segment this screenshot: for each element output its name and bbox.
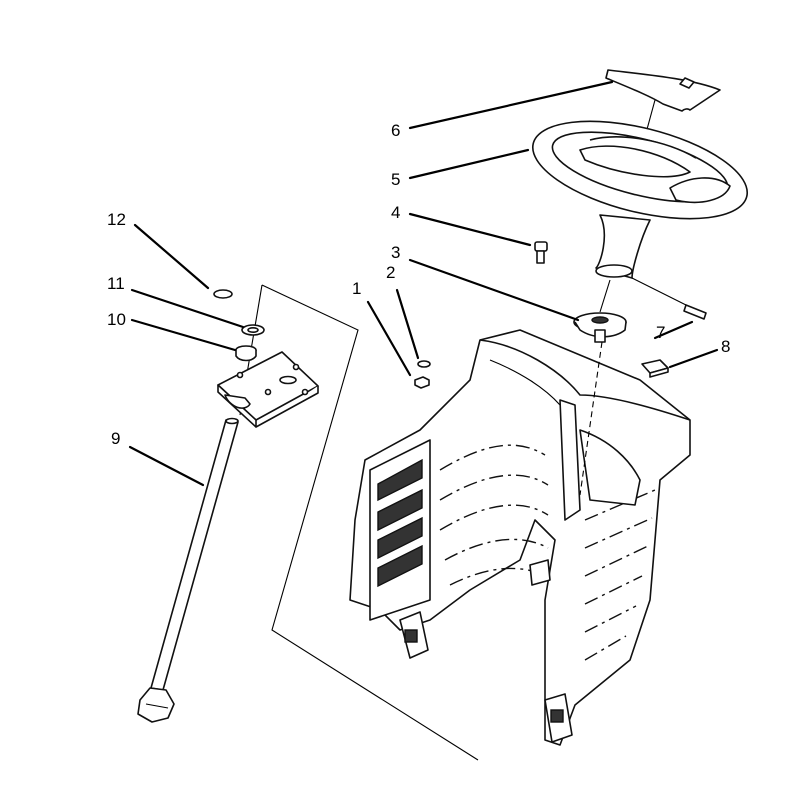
flat-washer <box>417 360 431 368</box>
screw <box>534 241 548 264</box>
console-housing <box>349 329 691 746</box>
leader-line-11 <box>130 288 245 329</box>
steering-shaft <box>137 417 239 723</box>
callout-4: 4 <box>391 203 400 222</box>
callout-11: 11 <box>107 274 125 293</box>
leader-line-1 <box>366 300 412 377</box>
bushing <box>235 345 257 362</box>
steering-adapter <box>573 279 627 343</box>
leader-line-4 <box>408 212 532 247</box>
leader-line-7 <box>653 320 694 340</box>
leader-line-9 <box>128 445 205 487</box>
leader-line-10 <box>130 318 237 352</box>
steering-wheel-cap <box>605 69 721 156</box>
key-block <box>641 359 669 378</box>
leader-line-6 <box>408 80 614 130</box>
leader-line-2 <box>395 288 420 360</box>
callout-2: 2 <box>386 263 395 282</box>
leader-line-8 <box>668 348 719 369</box>
roll-pin <box>631 277 707 320</box>
retaining-ring <box>213 289 233 299</box>
callout-10: 10 <box>107 310 126 329</box>
assembly-boundary-line <box>261 284 479 761</box>
callout-8: 8 <box>721 337 730 356</box>
callout-9: 9 <box>111 429 120 448</box>
callout-7: 7 <box>656 323 665 342</box>
callout-12: 12 <box>107 210 126 229</box>
callout-1: 1 <box>352 279 361 298</box>
leader-line-5 <box>408 148 530 180</box>
mounting-plate <box>217 351 319 428</box>
callout-6: 6 <box>391 121 400 140</box>
leader-line-3 <box>408 258 580 322</box>
steering-wheel <box>531 120 749 279</box>
thrust-washer <box>241 324 265 336</box>
leader-line-12 <box>133 223 210 290</box>
lock-nut <box>414 376 430 389</box>
callout-3: 3 <box>391 243 400 262</box>
callout-5: 5 <box>391 170 400 189</box>
